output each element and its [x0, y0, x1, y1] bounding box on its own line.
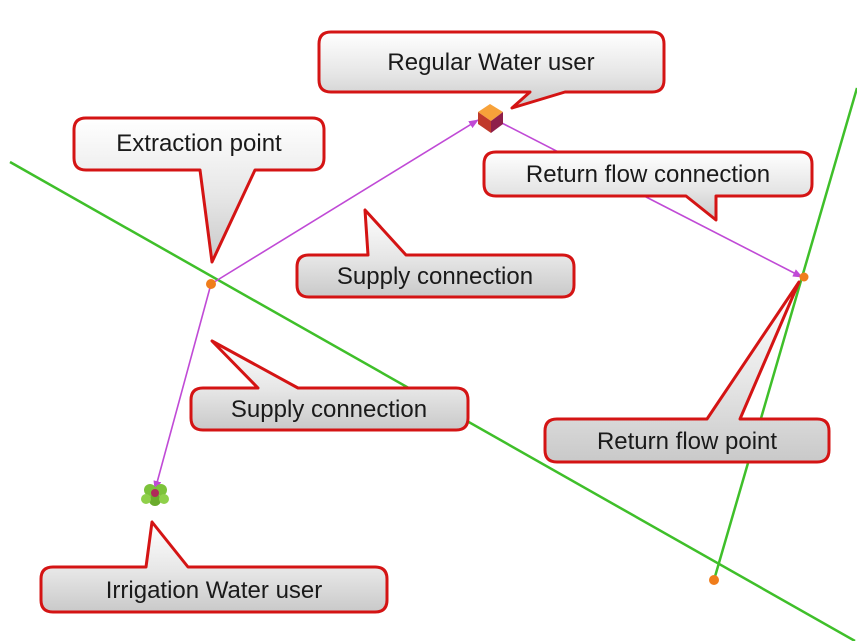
callout-return-flow-point-text: Return flow point — [597, 428, 777, 455]
callout-return-flow-connection-text: Return flow connection — [526, 161, 770, 188]
tributary-river-line — [712, 87, 857, 581]
callout-return-flow-connection: Return flow connection — [482, 150, 814, 222]
callout-irrigation-water-user: Irrigation Water user — [39, 520, 389, 614]
callout-supply-connection-lower: Supply connection — [189, 339, 470, 432]
callout-irrigation-water-user-text: Irrigation Water user — [106, 577, 323, 604]
regular-water-user-icon[interactable] — [478, 104, 503, 133]
supply-link-to-regular-user — [210, 119, 479, 285]
supply-link-to-irrigation-user — [153, 283, 212, 491]
confluence-node[interactable] — [709, 575, 719, 585]
callout-extraction-point: Extraction point — [72, 116, 326, 264]
callout-regular-water-user: Regular Water user — [317, 30, 666, 110]
callout-extraction-point-text: Extraction point — [116, 130, 282, 157]
callout-regular-water-user-text: Regular Water user — [387, 49, 594, 76]
irrigation-water-user-icon[interactable] — [141, 484, 169, 506]
callout-supply-connection-lower-text: Supply connection — [231, 396, 427, 423]
extraction-point-node[interactable] — [206, 279, 216, 289]
return-flow-link — [495, 119, 803, 278]
callout-supply-connection-upper: Supply connection — [295, 208, 576, 299]
callout-supply-connection-upper-text: Supply connection — [337, 263, 533, 290]
callout-return-flow-point: Return flow point — [543, 280, 831, 464]
return-flow-point-node[interactable] — [799, 272, 809, 282]
